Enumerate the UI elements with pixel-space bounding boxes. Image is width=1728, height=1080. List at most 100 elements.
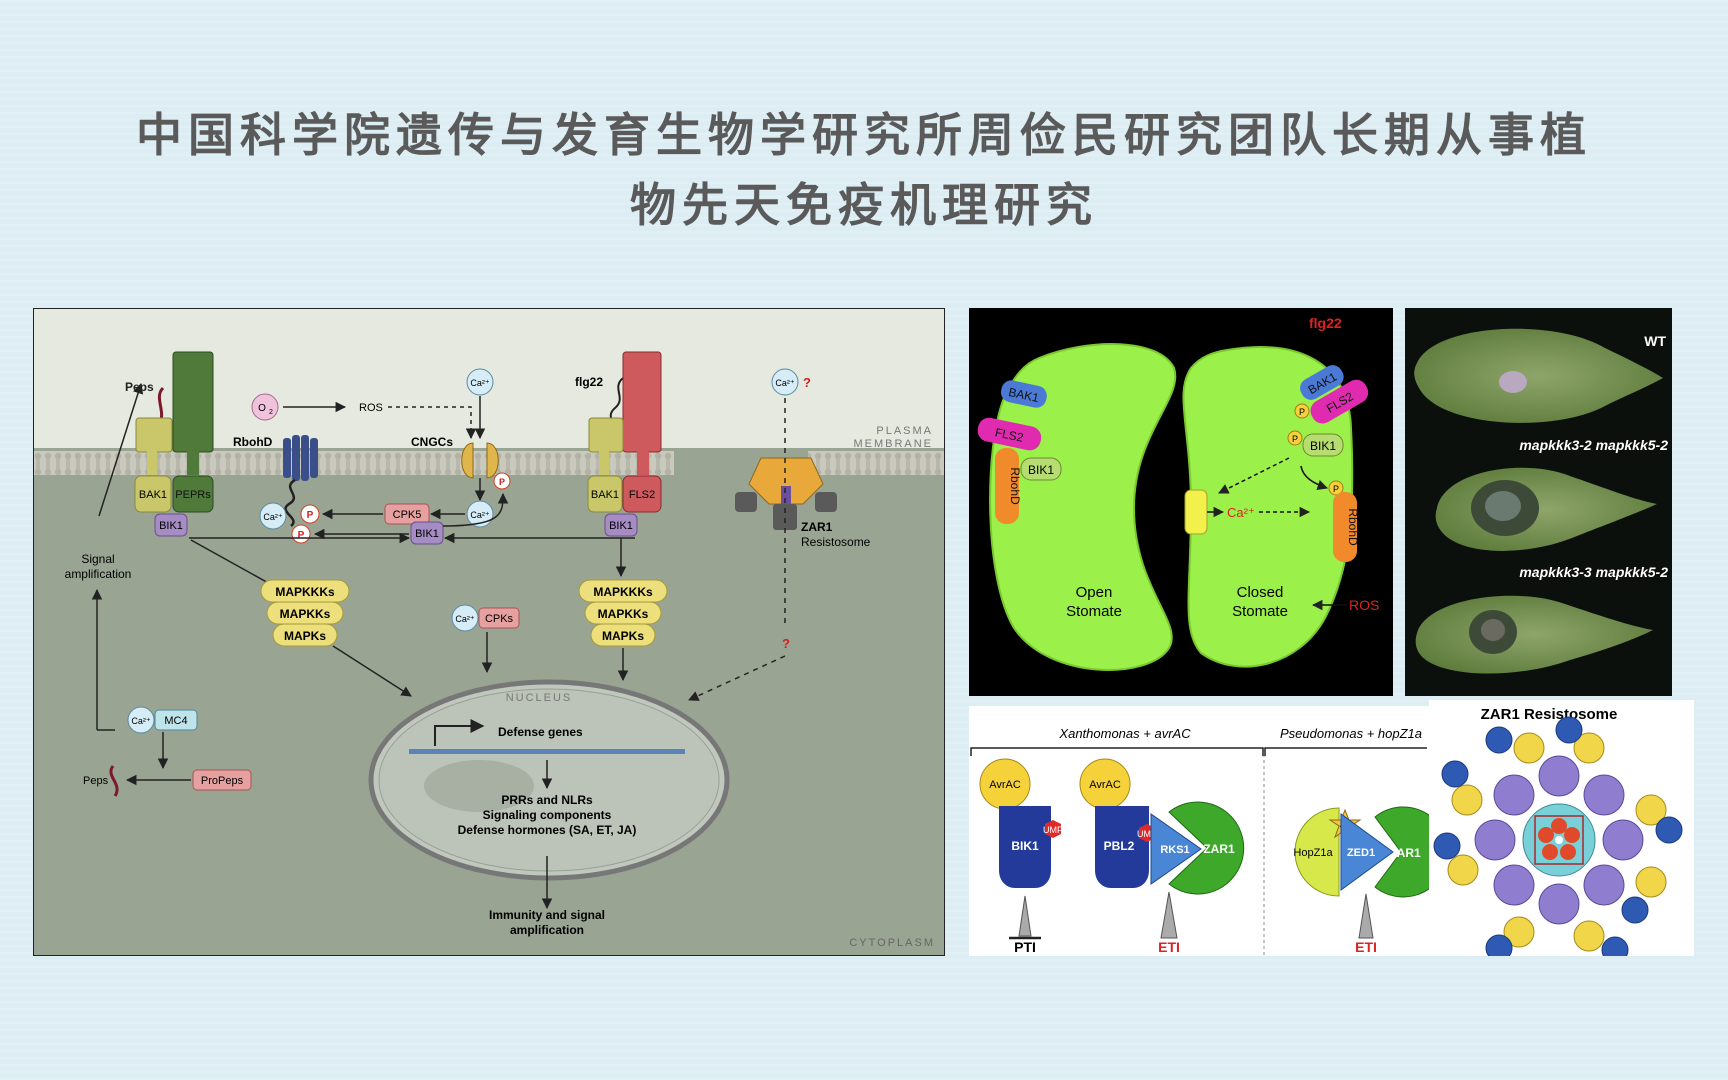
ump-badge-1 [1045, 820, 1061, 838]
cpks-label: CPKs [485, 613, 514, 625]
ump-label: UMP [1137, 829, 1157, 839]
zar1-label: ZAR1 [1203, 842, 1235, 856]
guard-cell-open [989, 343, 1177, 671]
rbohd-label: RbohD [1008, 467, 1022, 505]
peprs-ectodomain [172, 351, 214, 453]
bik1-label: BIK1 [1310, 439, 1336, 453]
ca-ion-label: Ca²⁺ [131, 716, 151, 726]
bik1-right [604, 513, 638, 537]
bik1-left [154, 513, 188, 537]
propeps-label: ProPeps [201, 775, 244, 787]
o2-subscript: 2 [269, 409, 273, 416]
fls2-ectodomain [622, 351, 662, 453]
open-stomate-label-2: Stomate [1066, 603, 1122, 620]
mapkkks-label: MAPKKKs [275, 585, 335, 599]
ca-ion-label: Ca²⁺ [470, 510, 490, 520]
signal-label-2: amplification [65, 567, 132, 581]
bik1-left-label: BIK1 [159, 520, 183, 532]
mapkkks-label: MAPKKKs [593, 585, 653, 599]
cpks [478, 607, 520, 629]
ros-label: ROS [359, 402, 383, 414]
leaf-mutant-2 [1415, 595, 1653, 674]
peprs-label: PEPRs [175, 489, 211, 501]
nucleus-text-3: Defense hormones (SA, ET, JA) [458, 823, 637, 837]
pbl2-label: PBL2 [1104, 839, 1135, 853]
peprs [172, 475, 214, 513]
avrac-label: AvrAC [1089, 779, 1121, 791]
o2-label: O [258, 403, 266, 414]
hopz1a-half [1294, 807, 1340, 897]
cngcs-channel [461, 442, 499, 479]
title-line-2: 物先天免疫机理研究 [630, 178, 1098, 232]
bik1-label: BIK1 [1011, 839, 1039, 853]
avrac-label: AvrAC [989, 779, 1021, 791]
bik1-right-label: BIK1 [609, 520, 633, 532]
bak1-right [587, 475, 623, 513]
xanthomonas-label: Xanthomonas + avrAC [1058, 726, 1191, 741]
plasma-membrane-label-2: MEMBRANE [853, 438, 933, 450]
leaf-mutant-1 [1435, 467, 1657, 551]
fls2-tag-left: FLS2 [977, 417, 1042, 451]
eti-label: ETI [1355, 939, 1377, 955]
zed1-label: ZED1 [1347, 847, 1375, 859]
resistosome-molecular-model [1433, 716, 1683, 956]
bik1-block [999, 806, 1051, 888]
question-mark: ? [782, 636, 790, 651]
zar1-pacman-1 [1168, 801, 1245, 895]
immunity-label-2: amplification [510, 923, 584, 937]
eti-label: ETI [1158, 939, 1180, 955]
p-label: P [1299, 407, 1305, 417]
mapk-cascade-right: MAPKKKs MAPKKs MAPKs [578, 579, 668, 647]
ros-label: ROS [1349, 597, 1379, 613]
p-badge-label: P [499, 477, 505, 487]
plasma-membrane [34, 451, 674, 475]
ca-ion-label: Ca²⁺ [470, 378, 490, 388]
bak1-label: BAK1 [1007, 385, 1040, 405]
ca-ion-label: Ca²⁺ [775, 378, 795, 388]
o2-molecule [251, 393, 279, 421]
p-label: P [1333, 484, 1339, 494]
signal-label: Signal [81, 552, 114, 566]
flg22-label: flg22 [575, 375, 603, 389]
immune-signaling-diagram: PLASMA MEMBRANE CYTOPLASM Peps BAK1 PEPR… [33, 308, 945, 956]
rks1-label: RKS1 [1160, 844, 1189, 856]
open-stomate-label: Open [1076, 584, 1113, 601]
bik1-mid [410, 521, 444, 545]
closed-stomate-label-2: Stomate [1232, 603, 1288, 620]
rbohd-label: RbohD [233, 435, 273, 449]
cpk5-label: CPK5 [393, 509, 422, 521]
pti-label: PTI [1014, 939, 1036, 955]
wt-label: WT [1644, 333, 1666, 349]
rbohd-tag-left: RbohD [995, 448, 1022, 524]
immunity-label: Immunity and signal [489, 908, 605, 922]
fls2-label: FLS2 [629, 489, 655, 501]
bak1-tag-left: BAK1 [1000, 380, 1047, 408]
ca-ion-label: Ca²⁺ [263, 512, 283, 522]
mapk-cascade-left: MAPKKKs MAPKKs MAPKs [260, 579, 350, 647]
bak1-right-label: BAK1 [591, 489, 619, 501]
nucleus-text-1: PRRs and NLRs [501, 793, 593, 807]
closed-stomate-label: Closed [1237, 584, 1284, 601]
rbohd-label: RbohD [1346, 508, 1360, 546]
leaf-wt [1414, 328, 1663, 423]
stomata-panel: flg22 BAK1 FLS2 RbohD BIK1 BAK1 FLS2 P P… [969, 308, 1393, 696]
zar1-resistosome-structure: ZAR1 Resistosome [1429, 700, 1694, 956]
zar1-pacman-2 [1374, 806, 1429, 898]
plasma-membrane-label: PLASMA [876, 425, 933, 437]
question-mark: ? [803, 375, 811, 390]
hopz1a-label: HopZ1a [1293, 847, 1333, 859]
mc4 [154, 709, 198, 731]
rbohd-tag-right: RbohD [1333, 492, 1360, 562]
resistosome-title: ZAR1 Resistosome [1481, 706, 1618, 723]
pseudomonas-label: Pseudomonas + hopZ1a [1280, 726, 1422, 741]
resistosome-label: Resistosome [801, 535, 871, 549]
rbohd-channel [283, 435, 318, 481]
bak1-left [134, 475, 172, 513]
p-badge-label: P [307, 510, 314, 521]
slide-title: 中国科学院遗传与发育生物学研究所周俭民研究团队长期从事植 物先天免疫机理研究 [60, 100, 1668, 240]
fls2 [622, 475, 662, 513]
rks1-wedge [1150, 813, 1202, 885]
mapkks-label: MAPKKs [598, 607, 649, 621]
flg22-label: flg22 [1309, 315, 1342, 331]
peps-bottom-label: Peps [83, 775, 109, 787]
